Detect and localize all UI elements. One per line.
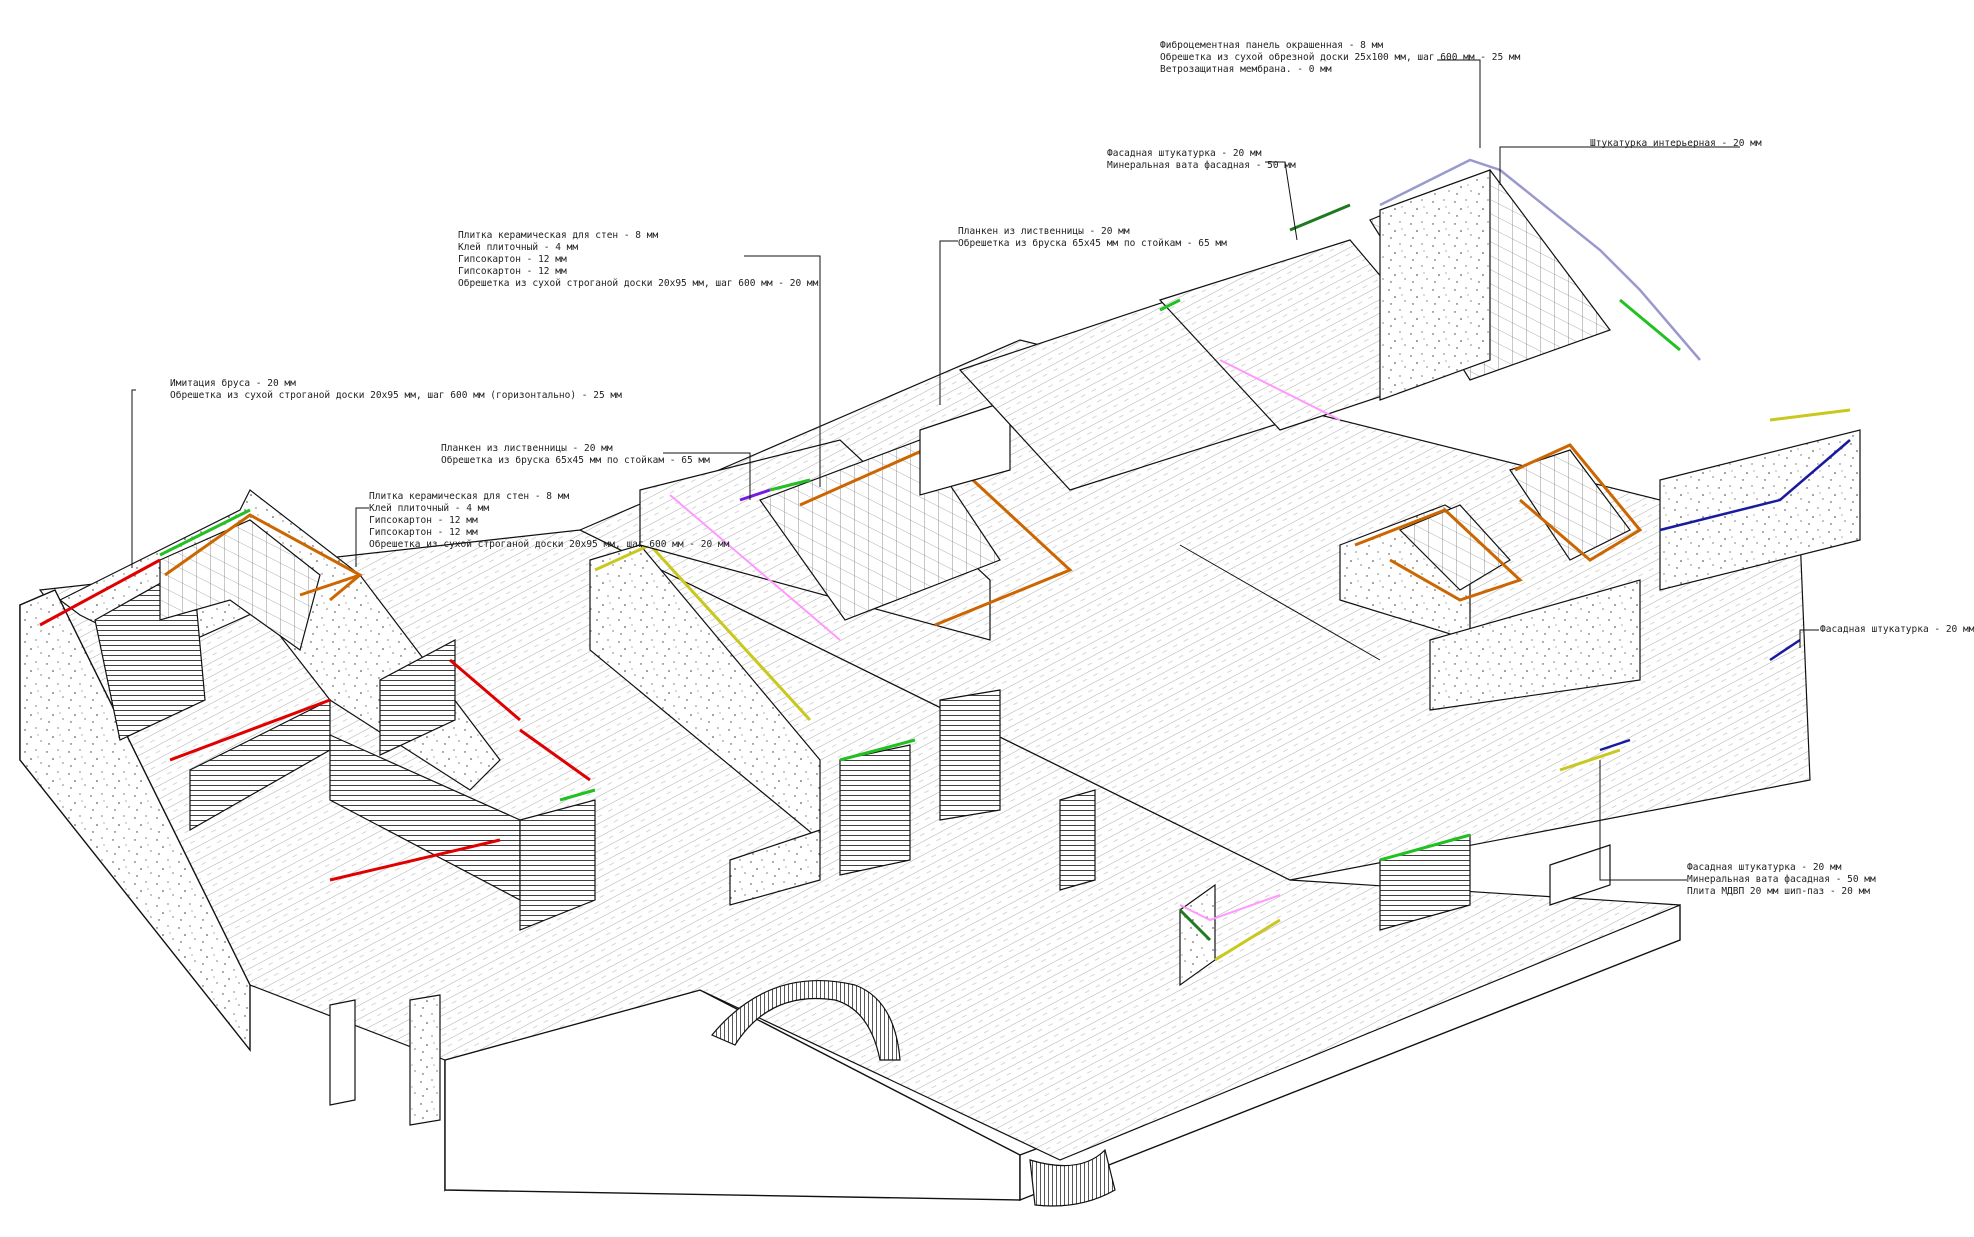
annotation-line: Фасадная штукатурка - 20 мм xyxy=(1107,148,1262,159)
annotation-line: Обрешетка из бруска 65х45 мм по стойкам … xyxy=(958,238,1227,249)
annotation-line: Плита МДВП 20 мм шип-паз - 20 мм xyxy=(1687,886,1871,897)
left-wing xyxy=(19,489,596,1126)
annotation-tile-upper: Плитка керамическая для стен - 8 мм Клей… xyxy=(458,230,818,290)
annotation-line: Имитация бруса - 20 мм xyxy=(170,378,296,389)
annotation-facade-plaster-wool: Фасадная штукатурка - 20 мм Минеральная … xyxy=(1107,148,1296,172)
annotation-line: Фасадная штукатурка - 20 мм xyxy=(1687,862,1842,873)
annotation-line: Гипсокартон - 12 мм xyxy=(369,527,478,538)
annotation-tile-lower: Плитка керамическая для стен - 8 мм Клей… xyxy=(369,491,729,551)
annotation-line: Минеральная вата фасадная - 50 мм xyxy=(1107,160,1296,171)
annotation-facade-plaster-right: Фасадная штукатурка - 20 мм xyxy=(1820,624,1974,636)
annotation-imitation-timber: Имитация бруса - 20 мм Обрешетка из сухо… xyxy=(170,378,622,402)
annotation-line: Гипсокартон - 12 мм xyxy=(458,254,567,265)
annotation-line: Клей плиточный - 4 мм xyxy=(458,242,579,253)
annotation-fibercement: Фиброцементная панель окрашенная - 8 мм … xyxy=(1160,40,1520,76)
annotation-facade-plaster-mdvp: Фасадная штукатурка - 20 мм Минеральная … xyxy=(1687,862,1876,898)
annotation-line: Плитка керамическая для стен - 8 мм xyxy=(458,230,659,241)
annotation-line: Клей плиточный - 4 мм xyxy=(369,503,490,514)
curved-stair-feature xyxy=(711,979,1116,1207)
annotation-line: Планкен из лиственницы - 20 мм xyxy=(441,443,613,454)
annotation-line: Обрешетка из сухой строганой доски 20х95… xyxy=(458,278,819,289)
central-right-rooms xyxy=(919,158,1861,987)
middle-left-rooms xyxy=(589,439,1073,906)
annotation-planken-upper: Планкен из лиственницы - 20 мм Обрешетка… xyxy=(958,226,1227,250)
annotation-line: Фиброцементная панель окрашенная - 8 мм xyxy=(1160,40,1384,51)
annotation-line: Ветрозащитная мембрана. - 0 мм xyxy=(1160,64,1332,75)
annotation-interior-plaster: Штукатурка интерьерная - 20 мм xyxy=(1590,138,1762,150)
annotation-line: Минеральная вата фасадная - 50 мм xyxy=(1687,874,1876,885)
annotation-line: Планкен из лиственницы - 20 мм xyxy=(958,226,1130,237)
annotation-line: Обрешетка из сухой обрезной доски 25х100… xyxy=(1160,52,1521,63)
annotation-line: Обрешетка из сухой строганой доски 20х95… xyxy=(170,390,622,401)
annotation-line: Штукатурка интерьерная - 20 мм xyxy=(1590,138,1762,149)
annotation-planken-lower: Планкен из лиственницы - 20 мм Обрешетка… xyxy=(441,443,710,467)
annotation-line: Обрешетка из сухой строганой доски 20х95… xyxy=(369,539,730,550)
leader-lines xyxy=(131,59,1819,881)
annotation-line: Плитка керамическая для стен - 8 мм xyxy=(369,491,570,502)
annotation-line: Фасадная штукатурка - 20 мм xyxy=(1820,624,1974,635)
annotation-line: Обрешетка из бруска 65х45 мм по стойкам … xyxy=(441,455,710,466)
annotation-line: Гипсокартон - 12 мм xyxy=(369,515,478,526)
annotation-line: Гипсокартон - 12 мм xyxy=(458,266,567,277)
